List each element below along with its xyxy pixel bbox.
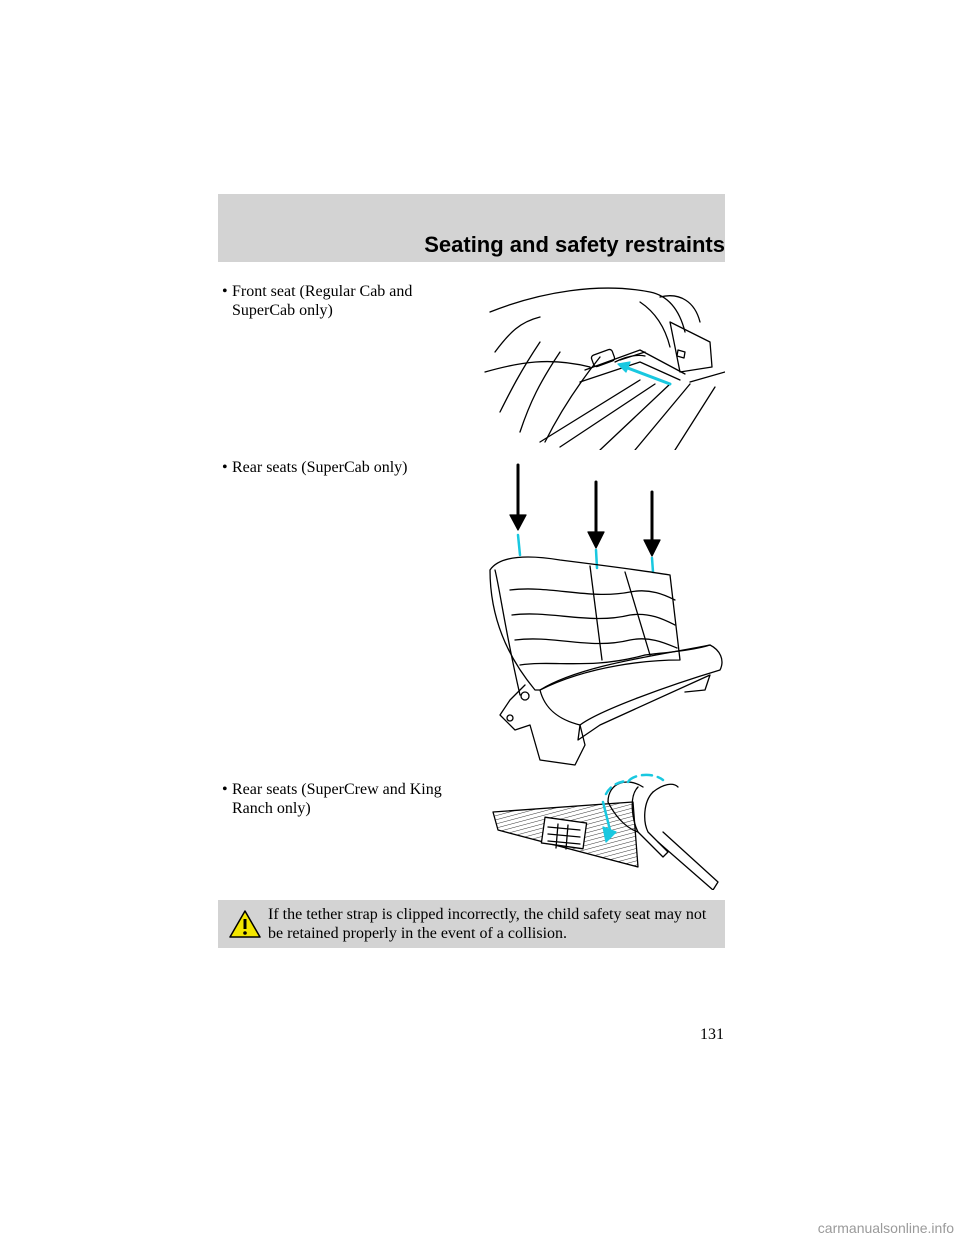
section-header-band: Seating and safety restraints	[218, 194, 725, 262]
tether-strap-illustration	[492, 773, 719, 890]
section-title: Seating and safety restraints	[424, 232, 725, 257]
warning-triangle-icon	[229, 910, 261, 938]
list-item-text: Front seat (Regular Cab and SuperCab onl…	[232, 283, 413, 319]
list-item-rear-seat-supercab: • Rear seats (SuperCab only)	[222, 458, 472, 477]
bullet: •	[222, 283, 228, 300]
watermark: carmanualsonline.info	[817, 1220, 954, 1236]
list-item-rear-seat-supercrew: • Rear seats (SuperCrew and King Ranch o…	[222, 780, 472, 818]
warning-box: If the tether strap is clipped incorrect…	[218, 900, 725, 948]
front-seat-anchor-illustration	[484, 287, 725, 450]
warning-text: If the tether strap is clipped incorrect…	[268, 906, 707, 942]
list-item-text: Rear seats (SuperCrew and King Ranch onl…	[232, 781, 442, 817]
list-item-text: Rear seats (SuperCab only)	[232, 459, 408, 476]
page-number: 131	[700, 1026, 724, 1043]
bullet: •	[222, 781, 228, 798]
rear-seat-anchor-illustration	[489, 463, 723, 766]
bullet: •	[222, 459, 228, 476]
list-item-front-seat: • Front seat (Regular Cab and SuperCab o…	[222, 282, 472, 320]
